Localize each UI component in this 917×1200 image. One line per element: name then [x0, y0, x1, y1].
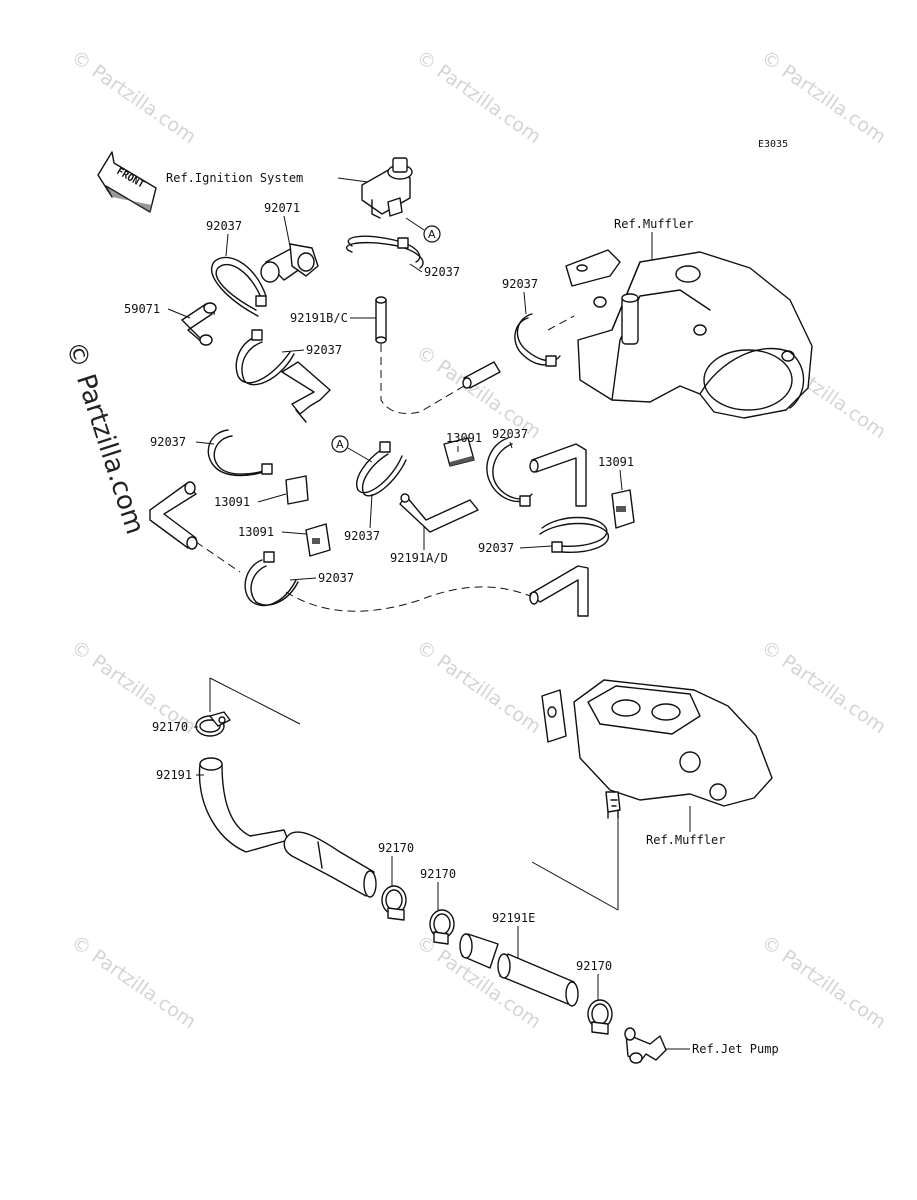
part-number-92170: 92170	[152, 720, 188, 734]
part-number-92037: 92037	[306, 343, 342, 357]
part-number-92037: 92037	[344, 529, 380, 543]
dashed-route	[195, 541, 241, 573]
watermark: © Partzilla.com	[67, 46, 200, 148]
watermark: © Partzilla.com	[757, 636, 890, 738]
dashed-route	[380, 344, 465, 414]
part-number-92170: 92170	[576, 959, 612, 973]
hose-clamp-92170	[587, 999, 613, 1035]
hose-clamp-92170	[429, 909, 455, 945]
hose-92191bc	[375, 296, 501, 389]
band-clamp-92037	[207, 429, 273, 477]
dashed-route	[547, 315, 575, 331]
band-clamp-92037	[539, 516, 610, 554]
part-number-13091: 13091	[598, 455, 634, 469]
watermark: © Partzilla.com	[757, 931, 890, 1033]
part-number-92037: 92037	[318, 571, 354, 585]
alignment-line	[209, 677, 301, 725]
watermark: © Partzilla.com	[412, 46, 545, 148]
part-number-92037: 92037	[478, 541, 514, 555]
tube-59071	[181, 302, 217, 346]
alignment-line	[531, 861, 619, 911]
ref-jet-pump: Ref.Jet Pump	[692, 1042, 779, 1056]
muffler-top	[565, 249, 813, 419]
part-number-59071: 59071	[124, 302, 160, 316]
part-number-92071: 92071	[264, 201, 300, 215]
muffler-bottom	[541, 679, 773, 819]
callout-letter: A	[336, 438, 344, 451]
hose-92191e	[459, 933, 579, 1007]
part-number-92037: 92037	[492, 427, 528, 441]
part-number-13091: 13091	[446, 431, 482, 445]
watermark: © Partzilla.com	[412, 636, 545, 738]
watermark: © Partzilla.com	[67, 931, 200, 1033]
part-number-92191bc: 92191B/C	[290, 311, 348, 325]
band-clamp-92037	[244, 551, 299, 607]
hose-92191ad	[399, 493, 479, 533]
part-number-92191ad: 92191A/D	[390, 551, 448, 565]
band-clamp-92037	[514, 313, 561, 367]
ref-muffler-top: Ref.Muffler	[614, 217, 693, 231]
band-clamp-92037	[211, 256, 267, 317]
hose-elbow-lower	[529, 565, 589, 617]
hose-elbow	[281, 361, 331, 423]
ref-ignition-system: Ref.Ignition System	[166, 171, 303, 185]
fitting-92071	[260, 243, 319, 283]
part-number-92170: 92170	[378, 841, 414, 855]
part-number-92037: 92037	[502, 277, 538, 291]
part-number-92191: 92191	[156, 768, 192, 782]
callout-a: A	[405, 217, 441, 243]
hose-elbow-right	[529, 443, 587, 507]
watermark: © Partzilla.com	[757, 46, 890, 148]
part-number-92037: 92037	[150, 435, 186, 449]
band-clamp-92037	[486, 437, 533, 507]
ref-muffler-bottom: Ref.Muffler	[646, 833, 725, 847]
hose-clamp-92170	[195, 711, 231, 737]
cap-13091	[305, 523, 331, 557]
hose-92191	[198, 757, 377, 898]
callout-letter: A	[428, 228, 436, 241]
band-clamp-92037	[356, 441, 407, 497]
front-arrow: FRONT	[97, 151, 157, 213]
cap-13091	[285, 475, 309, 505]
part-number-13091: 13091	[238, 525, 274, 539]
jet-pump-fitting	[624, 1027, 667, 1064]
cap-13091	[443, 437, 475, 467]
cap-13091	[611, 489, 635, 529]
band-clamp-92037	[345, 235, 424, 269]
callout-a: A	[331, 435, 373, 463]
part-number-92037: 92037	[424, 265, 460, 279]
figure-code: E3035	[758, 139, 788, 150]
part-number-13091: 13091	[214, 495, 250, 509]
part-number-92037: 92037	[206, 219, 242, 233]
hose-lower-left	[149, 481, 198, 550]
side-watermark: © Partzilla.com	[59, 338, 150, 538]
band-clamp-92037	[235, 329, 295, 386]
hose-clamp-92170	[381, 885, 407, 921]
part-number-92191e: 92191E	[492, 911, 535, 925]
part-number-92170: 92170	[420, 867, 456, 881]
ignition-fitting	[361, 157, 413, 219]
dashed-route	[285, 586, 531, 612]
